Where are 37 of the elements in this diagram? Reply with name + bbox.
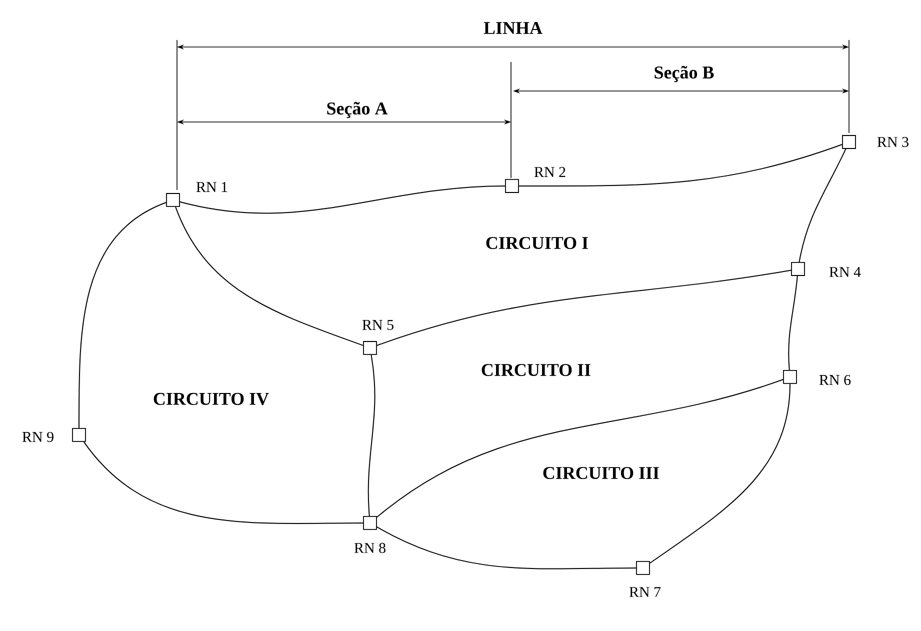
junction-box — [166, 193, 180, 207]
line — [788, 275, 798, 371]
region-label: CIRCUITO II — [482, 364, 590, 376]
node-label: RN 7 — [629, 587, 661, 597]
region-label: CIRCUITO III — [543, 466, 659, 480]
line — [649, 383, 790, 564]
line — [368, 354, 376, 517]
region-label: CIRCUITO I — [486, 236, 588, 250]
dimension-label: LINHA — [484, 22, 542, 34]
line — [376, 379, 784, 518]
node-label: RN 8 — [354, 542, 386, 554]
dimension-label: Seção A — [327, 102, 388, 118]
junction-box — [636, 561, 650, 575]
node-label: RN 5 — [362, 320, 394, 330]
line — [798, 148, 846, 263]
node-label: RN 3 — [877, 136, 908, 148]
junction-box — [363, 516, 377, 530]
junction-box — [842, 135, 856, 149]
dimension-label: Seção B — [654, 66, 714, 82]
node-label: RN 9 — [22, 432, 54, 442]
line — [376, 270, 792, 346]
line — [83, 441, 364, 524]
line — [518, 144, 843, 186]
node-label: RN 1 — [196, 182, 228, 192]
line — [376, 526, 637, 570]
line — [179, 186, 506, 214]
line — [175, 206, 364, 346]
region-label: CIRCUITO IV — [154, 392, 269, 406]
line — [78, 202, 167, 429]
junction-box — [783, 370, 797, 384]
junction-box — [791, 262, 805, 276]
node-label: RN 6 — [819, 374, 851, 386]
junction-box — [505, 179, 519, 193]
node-label: RN 4 — [829, 267, 861, 277]
junction-box — [72, 428, 86, 442]
junction-box — [363, 341, 377, 355]
node-label: RN 2 — [534, 167, 566, 177]
